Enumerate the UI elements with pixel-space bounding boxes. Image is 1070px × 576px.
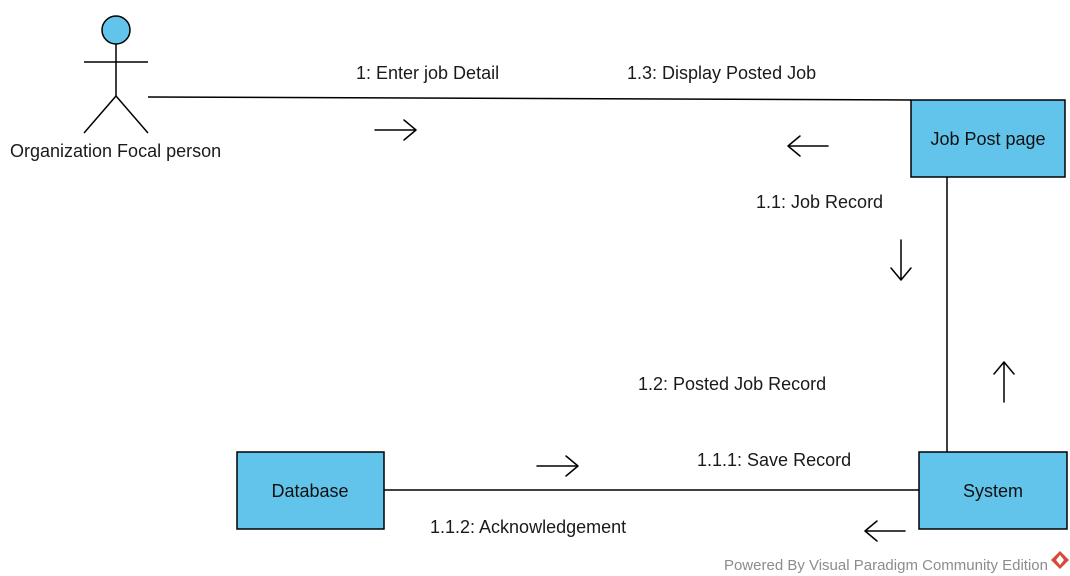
job-post-page-label: Job Post page xyxy=(930,129,1045,149)
actor-organization-focal-person[interactable]: Organization Focal person xyxy=(10,15,221,161)
arrow-left-icon xyxy=(864,520,906,542)
watermark-text: Powered By Visual Paradigm Community Edi… xyxy=(724,557,1048,574)
database-box xyxy=(236,451,385,530)
message-1-1-2-label: 1.1.2: Acknowledgement xyxy=(430,517,626,537)
object-system[interactable]: System xyxy=(918,451,1068,530)
arrow-down-icon xyxy=(890,239,912,281)
object-database[interactable]: Database xyxy=(236,451,385,530)
system-box xyxy=(918,451,1068,530)
arrow-left-icon xyxy=(787,135,829,157)
arrow-up-icon xyxy=(993,361,1015,403)
link-actor-jobpostpage xyxy=(147,96,912,101)
job-post-page-box xyxy=(910,99,1066,178)
actor-label: Organization Focal person xyxy=(10,141,221,161)
message-1-label: 1: Enter job Detail xyxy=(356,63,499,83)
system-label: System xyxy=(963,481,1023,501)
message-1-2-label: 1.2: Posted Job Record xyxy=(638,374,826,394)
arrow-right-icon xyxy=(536,455,579,477)
message-1-1-1-label: 1.1.1: Save Record xyxy=(697,450,851,470)
actor-head xyxy=(101,15,131,45)
message-1-1-label: 1.1: Job Record xyxy=(756,192,883,212)
database-label: Database xyxy=(271,481,348,501)
message-1-3-label: 1.3: Display Posted Job xyxy=(627,63,816,83)
actor-left-leg xyxy=(83,95,117,134)
visual-paradigm-logo-icon xyxy=(1051,551,1069,569)
actor-right-leg xyxy=(115,95,149,134)
arrow-right-icon xyxy=(374,119,417,141)
object-job-post-page[interactable]: Job Post page xyxy=(910,99,1066,178)
